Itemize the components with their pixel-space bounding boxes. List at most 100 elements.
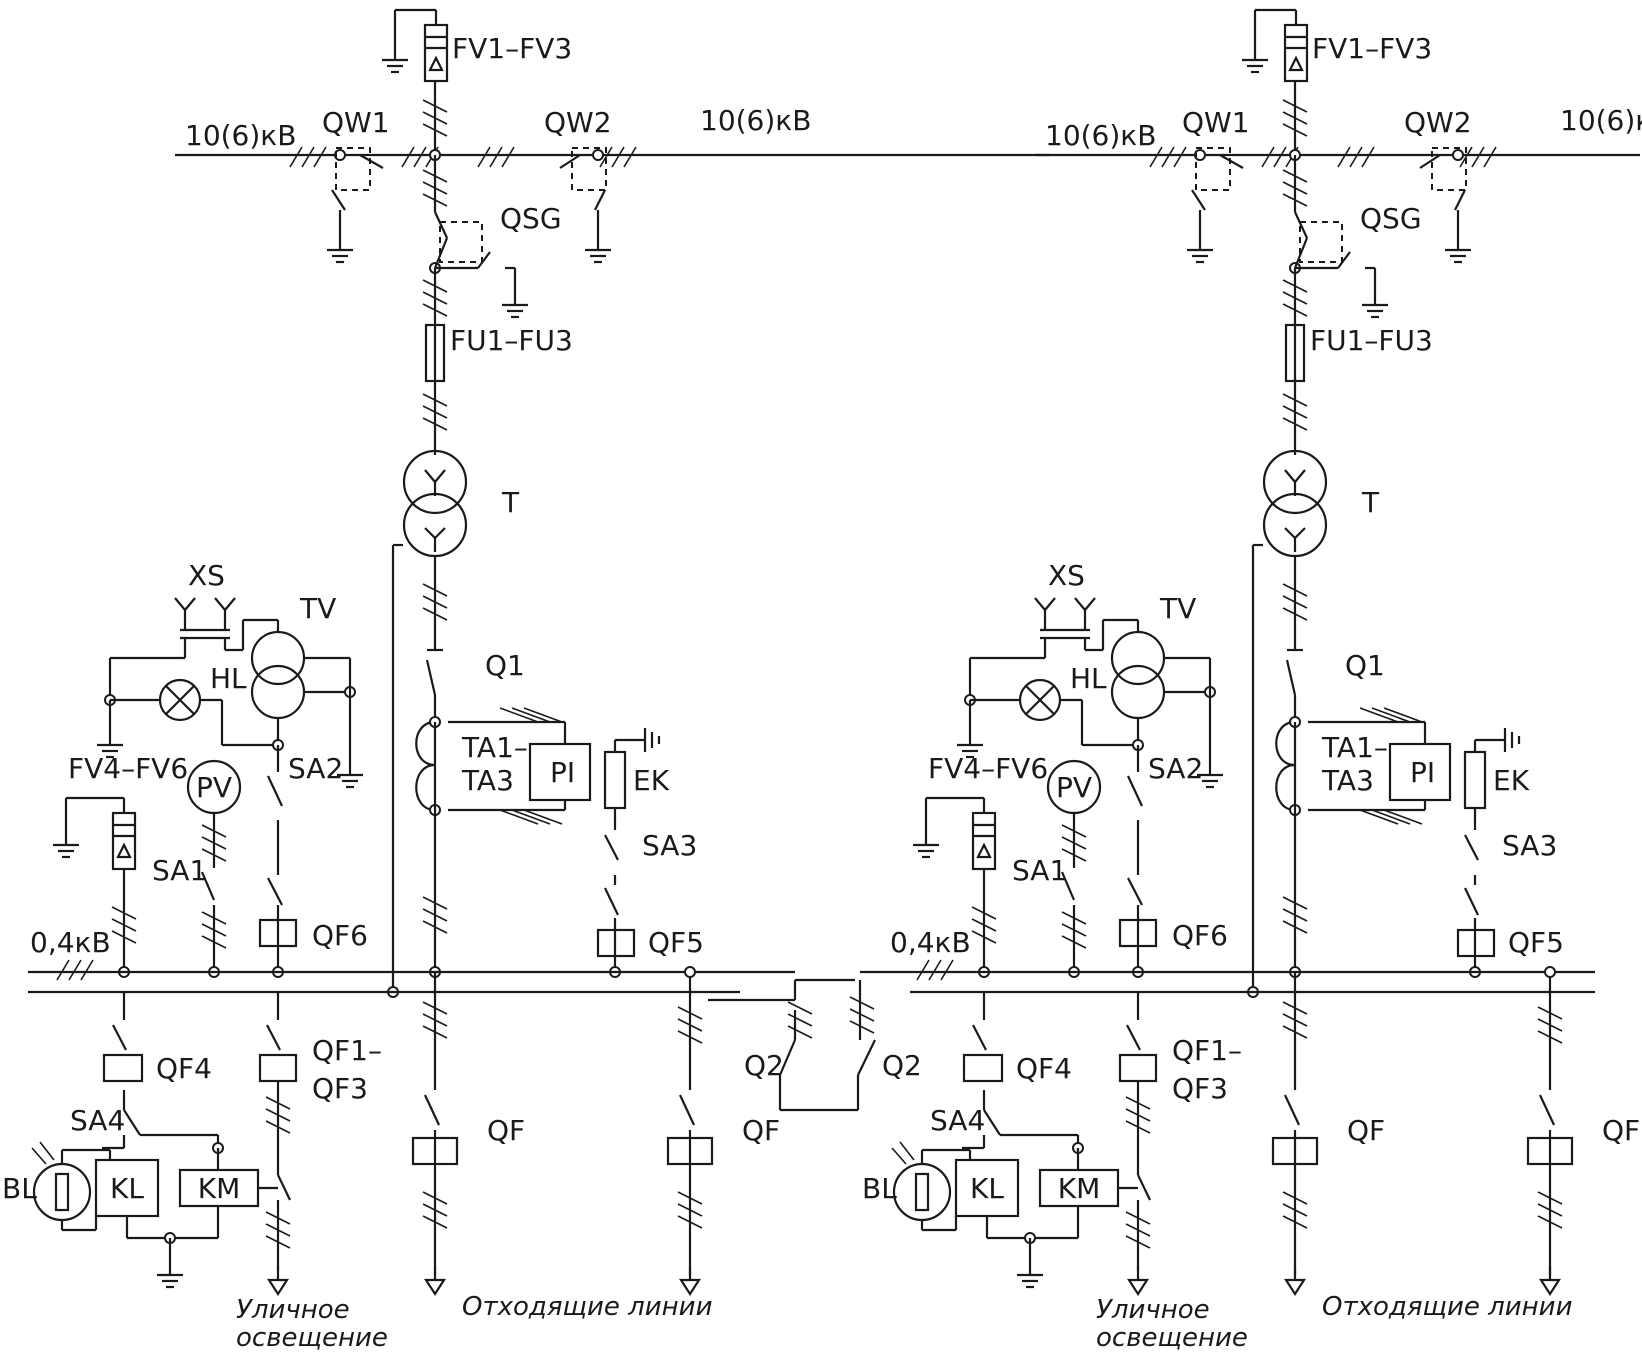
outgoing-feeders: QF QF Отходящие линии [1271,966,1640,1322]
breakers-lighting-label-1: QF1– [1172,1034,1242,1067]
surge-arrester-lv: FV4–FV6 [51,752,188,978]
voltmeter-pv-branch: PV SA1 [1012,759,1102,978]
surge-arrester-hv: FV1–FV3 [1240,8,1432,155]
surge-arrester-hv-label: FV1–FV3 [452,32,572,65]
switch-sa1-label: SA1 [152,854,207,887]
main-breaker-q1-label: Q1 [485,649,525,682]
current-transformers-label-1: TA1– [461,731,528,764]
main-breaker-q1: Q1 [1285,648,1385,718]
load-switch-qw2-label: QW2 [1404,106,1472,139]
contactor-km-label: KM [198,1172,241,1205]
fuses-fu-label: FU1–FU3 [450,324,573,357]
breakers-lighting-label-2: QF3 [1172,1072,1228,1105]
voltmeter-pv-label: PV [1056,771,1092,804]
street-lighting-label-2: освещение [236,1323,388,1353]
voltage-transformer-tv-label: TV [1159,592,1196,625]
earthing-switch-qsg-label: QSG [1360,202,1422,235]
load-switch-qw1: QW1 [1182,106,1250,264]
photo-sensor-bl-label: BL [862,1172,897,1205]
fuses-fu: FU1–FU3 [422,268,573,455]
outgoing-lines-label: Отходящие линии [462,1292,712,1322]
voltage-in-right-label: 10(6)кВ [1560,104,1642,137]
lamp-hl-label: HL [210,662,247,695]
transformer-t-label: T [501,486,520,519]
breaker-qf4-label: QF4 [156,1052,212,1085]
surge-arrester-lv-label: FV4–FV6 [68,752,188,785]
contactor-km-label: KM [1058,1172,1101,1205]
lv-bus: 0,4кВ [28,926,795,994]
feeder-breaker-label-1: QF [487,1114,525,1147]
substation-unit-right: 10(6)кВ10(6)кВFV1–FV3QW1QW2QSGFU1–FU3TQ1… [860,8,1642,1353]
main-breaker-q1: Q1 [425,648,525,718]
voltage-indication: XS HL TV [95,559,365,789]
switch-sa2-label: SA2 [288,752,343,785]
breaker-qf5-label: QF5 [1508,926,1564,959]
voltage-transformer-tv-label: TV [299,592,336,625]
breakers-lighting-label-1: QF1– [312,1034,382,1067]
surge-arrester-hv-label: FV1–FV3 [1312,32,1432,65]
voltage-in-left-label: 10(6)кВ [185,119,296,152]
switch-sa3-label: SA3 [642,829,697,862]
earthing-switch-qsg: QSG [1282,155,1422,319]
outgoing-lines-label: Отходящие линии [1322,1292,1572,1322]
earthing-switch-qsg: QSG [422,155,562,319]
surge-arrester-hv: FV1–FV3 [380,8,572,155]
lamp-hl-label: HL [1070,662,1107,695]
current-transformers: TA1–TA3 PI [415,707,592,825]
surge-arrester-lv-label: FV4–FV6 [928,752,1048,785]
voltage-in-right-label: 10(6)кВ [700,104,811,137]
tie-breaker-label: Q2 [882,1049,922,1082]
socket-xs-label: XS [188,559,225,592]
lv-voltage-label: 0,4кВ [30,926,111,959]
current-transformers: TA1–TA3 PI [1275,707,1452,825]
street-lighting-label-1: Уличное [236,1295,350,1325]
socket-xs-label: XS [1048,559,1085,592]
feeder-breaker-label-1: QF [1347,1114,1385,1147]
voltmeter-pv-label: PV [196,771,232,804]
voltmeter-pv-branch: PV SA1 [152,759,242,978]
main-breaker-q1-label: Q1 [1345,649,1385,682]
heater-ek-label: EK [1493,764,1530,797]
load-switch-qw1-label: QW1 [322,106,390,139]
load-switch-qw1-label: QW1 [1182,106,1250,139]
surge-arrester-lv: FV4–FV6 [911,752,1048,978]
breaker-qf5-label: QF5 [648,926,704,959]
switch-sa4-label: SA4 [930,1104,985,1137]
transformer-t: T [1247,449,1380,998]
meter-pi-label: PI [1410,756,1435,789]
current-transformers-label-2: TA3 [461,764,514,797]
load-switch-qw2: QW2 [1404,106,1473,264]
breakers-lighting-label-2: QF3 [312,1072,368,1105]
tie-breaker-label: Q2 [744,1049,784,1082]
switch-sa4-label: SA4 [70,1104,125,1137]
voltage-indication: XS HL TV [955,559,1225,789]
photo-sensor-bl-label: BL [2,1172,37,1205]
fuses-fu: FU1–FU3 [1282,268,1433,455]
load-switch-qw1: QW1 [322,106,390,264]
transformer-t-label: T [1361,486,1380,519]
switch-sa1-label: SA1 [1012,854,1067,887]
transformer-t: T [387,449,520,998]
feeder-breaker-label-2: QF [1602,1114,1640,1147]
switch-sa3-label: SA3 [1502,829,1557,862]
street-lighting-label-2: освещение [1096,1323,1248,1353]
meter-pi-label: PI [550,756,575,789]
breaker-qf6-label: QF6 [312,919,368,952]
tie-connection [708,978,876,1112]
earthing-switch-qsg-label: QSG [500,202,562,235]
current-transformers-label-1: TA1– [1321,731,1388,764]
breaker-qf6-label: QF6 [1172,919,1228,952]
relay-kl-label: KL [970,1172,1004,1205]
load-switch-qw2: QW2 [544,106,613,264]
load-switch-qw2-label: QW2 [544,106,612,139]
current-transformers-label-2: TA3 [1321,764,1374,797]
